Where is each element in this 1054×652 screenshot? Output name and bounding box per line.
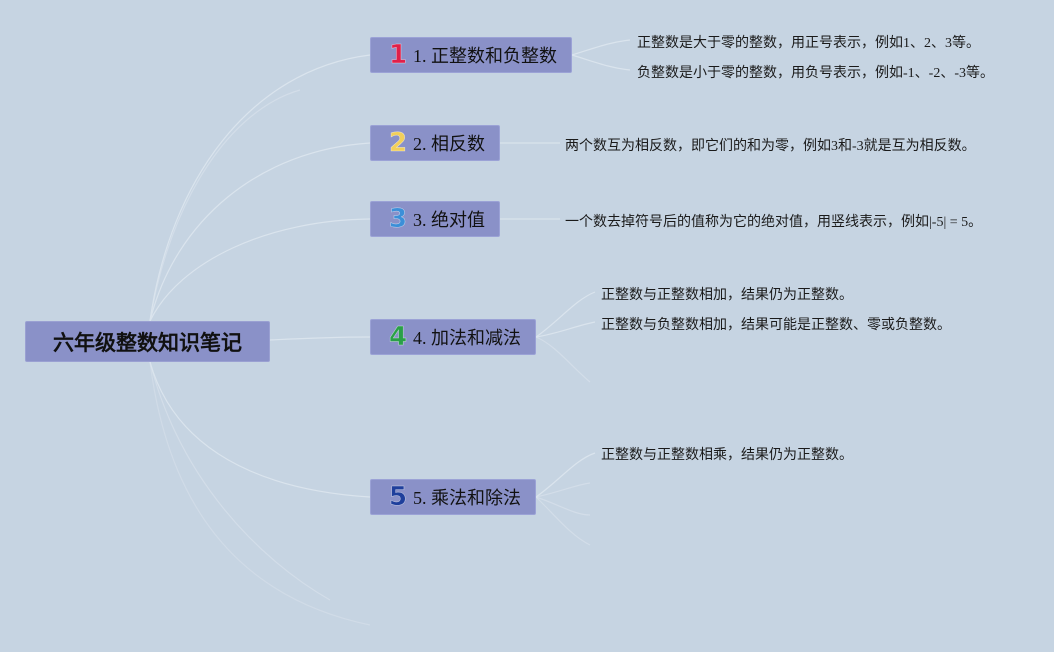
link-b4-n1 — [535, 291, 596, 338]
link-b4-n2 — [535, 321, 596, 338]
link-decor-3 — [149, 361, 371, 626]
link-b5-decor2 — [535, 496, 591, 516]
branch-node-2[interactable]: 2 2. 相反数 — [370, 125, 500, 161]
note-4-1: 正整数与正整数相加，结果仍为正整数。 — [601, 288, 853, 303]
note-1-2: 负整数是小于零的整数，用负号表示，例如-1、-2、-3等。 — [637, 66, 994, 81]
root-title: 六年级整数知识笔记 — [53, 330, 242, 355]
branch-label: 1. 正整数和负整数 — [413, 46, 557, 66]
link-root-branch-4 — [269, 336, 371, 341]
root-node[interactable]: 六年级整数知识笔记 — [25, 321, 270, 362]
link-root-branch-1 — [149, 54, 371, 322]
link-decor-2 — [149, 361, 331, 601]
branch-label: 5. 乘法和除法 — [413, 488, 521, 508]
branch-label: 3. 绝对值 — [413, 210, 485, 230]
link-decor-1 — [149, 89, 301, 322]
note-2-1: 两个数互为相反数，即它们的和为零，例如3和-3就是互为相反数。 — [565, 139, 976, 154]
branch-label: 2. 相反数 — [413, 134, 485, 154]
number-5-icon: 5 — [388, 482, 408, 512]
note-1-1: 正整数是大于零的整数，用正号表示，例如1、2、3等。 — [637, 36, 980, 51]
branch-label: 4. 加法和减法 — [413, 328, 521, 348]
link-b1-n1 — [571, 39, 631, 56]
number-3-icon: 3 — [388, 204, 408, 234]
link-b5-decor1 — [535, 482, 591, 498]
number-1-icon: 1 — [388, 40, 408, 70]
note-5-1: 正整数与正整数相乘，结果仍为正整数。 — [601, 448, 853, 463]
branch-node-5[interactable]: 5 5. 乘法和除法 — [370, 479, 536, 515]
note-3-1: 一个数去掉符号后的值称为它的绝对值，用竖线表示，例如|-5| = 5。 — [565, 215, 983, 230]
link-b1-n2 — [571, 54, 631, 71]
link-root-branch-3 — [149, 218, 371, 322]
link-root-branch-5 — [149, 361, 371, 498]
note-4-2: 正整数与负整数相加，结果可能是正整数、零或负整数。 — [601, 318, 951, 333]
link-b4-decor — [535, 336, 591, 383]
number-4-icon: 4 — [388, 322, 408, 352]
branch-node-4[interactable]: 4 4. 加法和减法 — [370, 319, 536, 355]
link-root-branch-2 — [149, 142, 371, 322]
link-b5-n1 — [535, 452, 596, 498]
branch-node-1[interactable]: 1 1. 正整数和负整数 — [370, 37, 572, 73]
branch-node-3[interactable]: 3 3. 绝对值 — [370, 201, 500, 237]
number-2-icon: 2 — [388, 128, 408, 158]
link-b5-decor3 — [535, 496, 591, 546]
